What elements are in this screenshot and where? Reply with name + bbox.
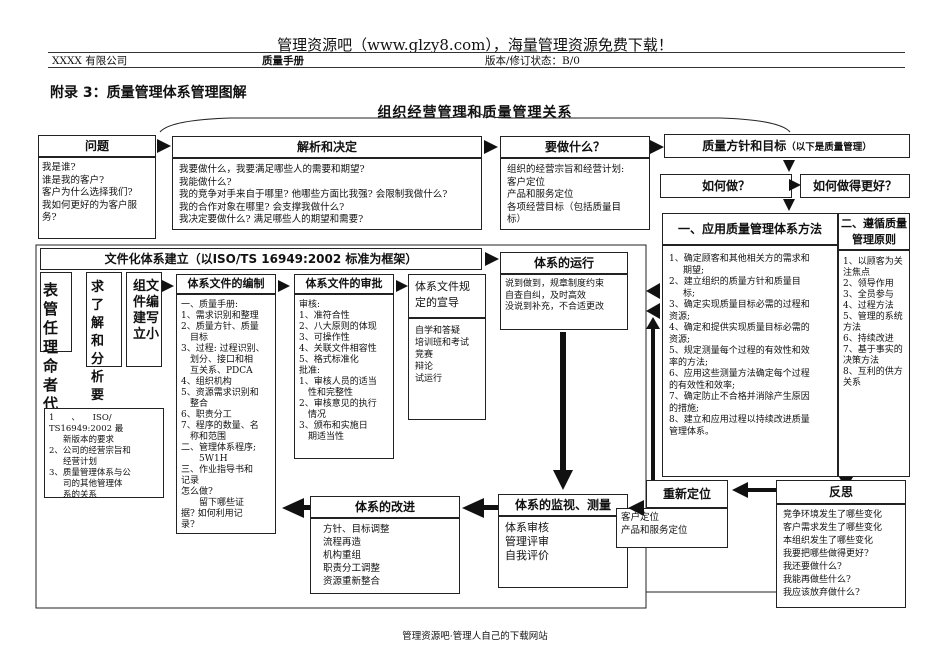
arrow-down-icon xyxy=(783,160,795,172)
arrow-right-icon xyxy=(157,139,171,153)
arrow-right-icon xyxy=(162,280,174,292)
arrow-right-icon xyxy=(278,280,290,292)
arrow-right-icon xyxy=(485,252,499,266)
docsystem-title: 文件化体系建立（以ISO/TS 16949:2002 标准为框架） xyxy=(40,248,482,270)
analysis-body: 我要做什么，我要满足哪些人的需要和期望?我能做什么?我的竞争对手来自于哪里? 他… xyxy=(172,158,482,230)
run-down-shaft xyxy=(560,332,566,472)
monitor-left-shaft xyxy=(482,505,498,510)
right-up-shaft xyxy=(651,327,655,487)
arrow-left-icon xyxy=(462,498,484,518)
header-version: 版本/修订状态：B/0 xyxy=(485,55,580,67)
monitor-body: 体系审核管理评审自我评价 xyxy=(498,516,628,588)
arrow-right-icon xyxy=(789,179,801,191)
policy-title: 质量方针和目标（以下是质量管理） xyxy=(664,134,910,158)
how-do: 如何做？ xyxy=(660,174,792,198)
promote-title: 体系文件规定的宣导 xyxy=(408,274,486,318)
reflect-left-shaft xyxy=(746,488,776,492)
arrow-left-icon xyxy=(732,482,748,498)
footer: 管理资源吧·管理人自己的下载网站 xyxy=(402,631,548,642)
rep-column: 表管任理命者代 xyxy=(40,272,72,413)
arrow-right-icon xyxy=(484,140,498,154)
question-title: 问题 xyxy=(38,135,156,157)
site-banner: 管理资源吧（www.glzy8.com），海量管理资源免费下载！ xyxy=(277,36,673,54)
arrow-left-icon xyxy=(646,303,660,319)
run-body: 说到做到，规章制度约束自查自纠，及时高效没说到补充，不合适更改 xyxy=(500,274,628,330)
promote-body: 自学和答疑培训班和考试竞赛辩论试运行 xyxy=(408,318,486,420)
arrow-up-icon xyxy=(646,317,660,329)
header-company: XXXX 有限公司 xyxy=(52,55,128,67)
monitor-title: 体系的监视、测量 xyxy=(498,494,628,516)
arrow-right-icon xyxy=(650,140,664,154)
arrow-down-icon xyxy=(783,199,795,211)
improve-left-shaft xyxy=(300,505,310,510)
arrow-right-icon xyxy=(396,280,408,292)
approve-title: 体系文件的审批 xyxy=(294,274,394,294)
header-manual: 质量手册 xyxy=(262,55,304,67)
todo-body: 组织的经营宗旨和经营计划:客户定位产品和服务定位各项经营目标（包括质量目标） xyxy=(500,158,650,230)
reflect-title: 反思 xyxy=(776,480,906,504)
org-column: 组文件编建写立小 xyxy=(126,272,162,367)
header-rule-top xyxy=(48,52,905,53)
how-better: 如何做得更好？ xyxy=(800,174,910,198)
relation-title: 组织经营管理和质量管理关系 xyxy=(377,105,573,121)
analysis-title: 解析和决定 xyxy=(172,136,482,158)
reflect-body: 竞争环境发生了哪些变化客户需求发生了哪些变化本组织发生了哪些变化我要把哪些做得更… xyxy=(776,504,906,608)
improve-title: 体系的改进 xyxy=(310,496,460,518)
req-column: 求了解和分析要 xyxy=(86,272,122,403)
header-rule-bottom xyxy=(48,67,905,68)
improve-body: 方针、目标调整流程再造机构重组职责分工调整资源重新整合 xyxy=(310,518,460,594)
method-body: 1、确定顾客和其他相关方的需求和期望;2、建立组织的质量方针和质量目标;3、确定… xyxy=(662,245,838,477)
arrow-left-icon xyxy=(628,500,644,516)
run-title: 体系的运行 xyxy=(500,252,628,274)
method-title: 一、应用质量管理体系方法 xyxy=(662,213,838,245)
reposition-title: 重新定位 xyxy=(646,480,728,508)
arrow-left-icon xyxy=(646,283,660,299)
todo-title: 要做什么？ xyxy=(500,136,650,158)
arrow-left-icon xyxy=(282,498,304,518)
arrow-down-icon xyxy=(553,470,573,490)
question-body: 我是谁?谁是我的客户?客户为什么选择我们?我如何更好的为客户服务? xyxy=(38,157,156,239)
principles-title: 二、遵循质量管理原则 xyxy=(838,213,910,250)
appendix-title: 附录 3：质量管理体系管理图解 xyxy=(50,85,247,101)
compile-title: 体系文件的编制 xyxy=(176,274,276,294)
